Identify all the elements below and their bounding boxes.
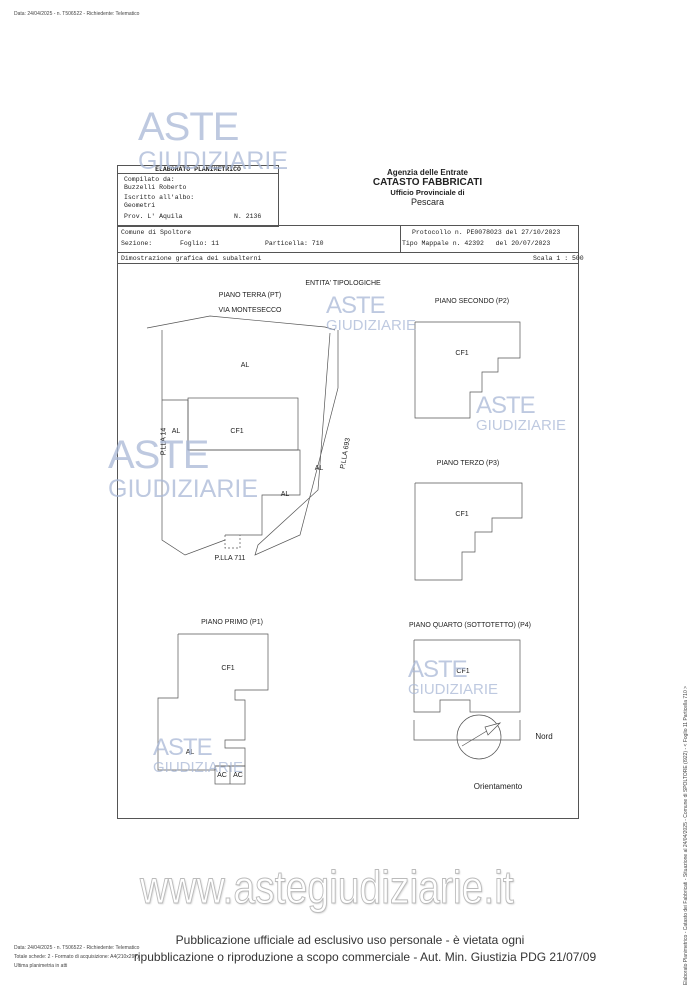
- title-heading: ELABORATO PLANIMETRICO: [118, 166, 278, 174]
- agency-line3: Ufficio Provinciale di: [390, 188, 465, 197]
- drawing-frame: [117, 225, 579, 819]
- side-text: Elaborato Planimetrico - Catasto dei Fab…: [683, 685, 689, 985]
- albo-number: N. 2136: [234, 213, 262, 220]
- entita-tipologiche: ENTITA' TIPOLOGICHE: [305, 280, 381, 287]
- site-watermark: www.astegiudiziarie.it: [140, 861, 515, 914]
- protocollo: Protocollo n. PE0078023 del 27/10/2023: [412, 229, 561, 236]
- piano-terzo-label: PIANO TERZO (P3): [436, 460, 500, 467]
- agency-line2: CATASTO FABBRICATI: [372, 177, 483, 188]
- compiled-name: Buzzelli Roberto: [124, 184, 187, 191]
- albo-label: Iscritto all'albo:: [124, 194, 195, 201]
- cf1-label: CF1: [455, 511, 469, 518]
- ac-label: AC: [233, 772, 243, 779]
- piano-secondo-label: PIANO SECONDO (P2): [434, 298, 510, 305]
- al-label: AL: [185, 749, 195, 756]
- orientamento-label: Orientamento: [473, 782, 523, 791]
- prov: Prov. L' Aquila: [124, 213, 183, 220]
- piano-quarto-label: PIANO QUARTO (SOTTOTETTO) (P4): [409, 622, 531, 629]
- al-label: AL: [171, 428, 181, 435]
- albo-value: Geometri: [124, 202, 156, 209]
- foglio: Foglio: 11: [180, 240, 220, 247]
- cf1-label: CF1: [456, 668, 470, 675]
- scala: Scala 1 : 500: [533, 255, 584, 262]
- comune: Comune di Spoltore: [121, 229, 192, 236]
- piano-terra-label: PIANO TERRA (PT): [218, 292, 282, 299]
- footer-line3: Ultima planimetria in atti: [14, 963, 68, 969]
- agency-line4: Pescara: [410, 197, 445, 207]
- notice-line2: ripubblicazione o riproduzione a scopo c…: [133, 950, 597, 964]
- agency-header: Agenzia delle Entrate CATASTO FABBRICATI…: [355, 168, 500, 207]
- ac-label: AC: [217, 772, 227, 779]
- top-header: Data: 24/04/2025 - n. T506522 - Richiede…: [14, 11, 140, 17]
- compiled-label: Compilato da:: [124, 176, 175, 183]
- nord-label: Nord: [535, 732, 553, 741]
- plla-711-label: P.LLA 711: [214, 555, 246, 562]
- footer-line2: Totale schede: 2 - Formato di acquisizio…: [14, 954, 139, 960]
- particella: Particella: 710: [265, 240, 324, 247]
- cf1-label: CF1: [221, 665, 235, 672]
- title-block: ELABORATO PLANIMETRICO Compilato da: Buz…: [117, 165, 279, 227]
- al-label: AL: [240, 362, 250, 369]
- al-label: AL: [280, 491, 290, 498]
- al-label: AL: [314, 465, 324, 472]
- dimostrazione: Dimostrazione grafica dei subalterni: [121, 255, 262, 262]
- via-label: VIA MONTESECCO: [218, 307, 282, 314]
- tipo-mappale: Tipo Mappale n. 42392 del 20/07/2023: [402, 240, 551, 247]
- cf1-label: CF1: [230, 428, 244, 435]
- sezione: Sezione:: [121, 240, 153, 247]
- footer-line1: Data: 24/04/2025 - n. T506522 - Richiede…: [14, 945, 140, 951]
- agency-line1: Agenzia delle Entrate: [387, 168, 468, 177]
- notice-line1: Pubblicazione ufficiale ad esclusivo uso…: [175, 933, 525, 947]
- cf1-label: CF1: [455, 350, 469, 357]
- piano-primo-label: PIANO PRIMO (P1): [201, 619, 263, 626]
